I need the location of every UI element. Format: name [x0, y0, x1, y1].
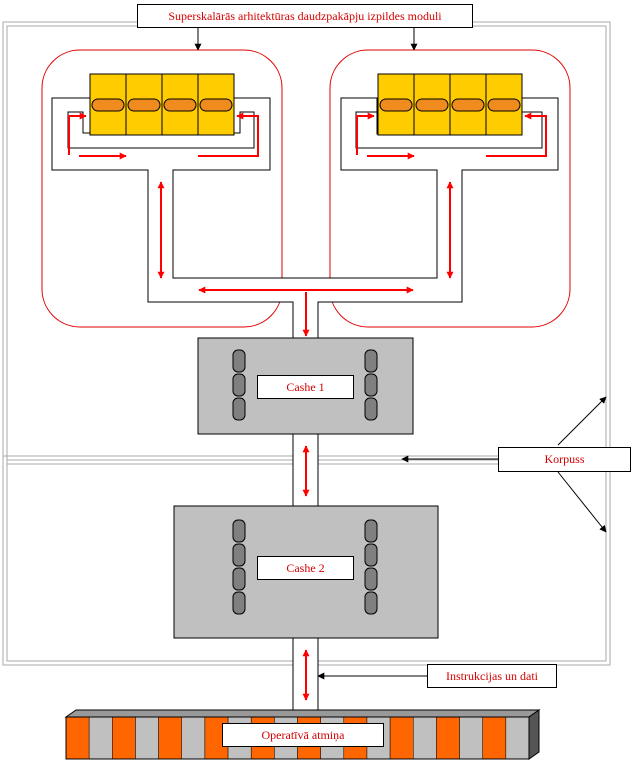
memory-cell: [389, 716, 414, 760]
module-container-left: [41, 49, 283, 328]
memory-cell: [65, 716, 90, 760]
memory-label: Operatīvā atmiņa: [222, 723, 384, 747]
case-label: Korpuss: [498, 447, 631, 472]
memory-cell: [413, 716, 437, 760]
memory-cell: [505, 716, 530, 760]
module-container-right: [329, 49, 571, 328]
memory-cell: [158, 716, 183, 760]
memory-cell: [112, 716, 136, 760]
execution-units-right: [377, 73, 523, 136]
instructions-data-label: Instrukcijas un dati: [427, 664, 557, 688]
memory-cell: [135, 716, 159, 760]
module-title-label: Superskalārās arhitektūras daudzpakāpju …: [137, 4, 473, 28]
cache-1-label: Cashe 1: [257, 375, 354, 399]
memory-cell: [88, 716, 113, 760]
bus-channel: [51, 97, 559, 339]
memory-cell: [459, 716, 483, 760]
memory-cell: [436, 716, 460, 760]
memory-cell: [482, 716, 507, 760]
cache-2-label: Cashe 2: [257, 556, 354, 580]
memory-cell: [181, 716, 206, 760]
pointer-arrows: [194, 28, 607, 680]
module-flow-arrows: [68, 112, 547, 337]
execution-units-left: [89, 73, 235, 136]
